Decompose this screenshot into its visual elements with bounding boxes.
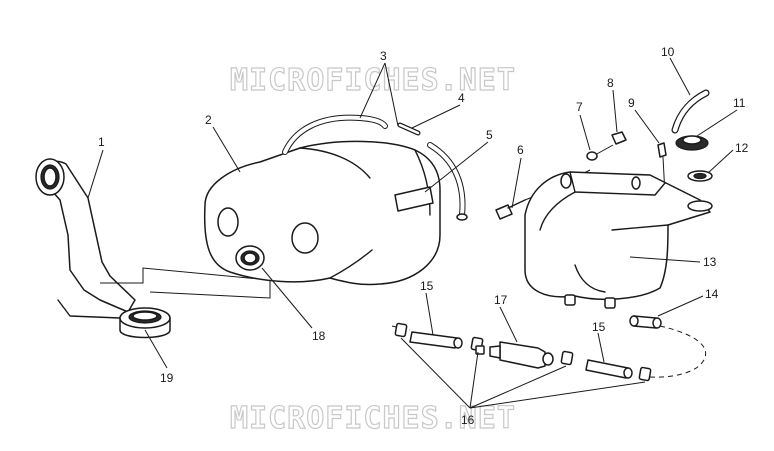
callout-9: 9 <box>628 96 635 110</box>
callout-6: 6 <box>517 143 524 157</box>
callout-11: 11 <box>733 96 746 110</box>
part-12-seal <box>687 170 713 182</box>
part-13-reservoir <box>524 171 713 309</box>
part-18-grommet <box>235 245 265 271</box>
part-15-hose-right <box>585 359 633 379</box>
callout-13: 13 <box>703 255 717 269</box>
part-11-cap <box>675 135 709 151</box>
callout-10: 10 <box>661 45 675 59</box>
callout-12: 12 <box>735 141 749 155</box>
callout-labels: 1 2 3 4 5 6 7 8 9 10 11 12 13 14 15 15 1… <box>98 45 749 427</box>
callout-8: 8 <box>607 76 614 90</box>
callout-18: 18 <box>312 329 326 343</box>
callout-15-left: 15 <box>420 279 434 293</box>
part-17-filter <box>489 341 554 369</box>
callout-4: 4 <box>458 91 465 105</box>
callout-15-right: 15 <box>592 320 606 334</box>
part-1-fill-neck <box>35 158 136 319</box>
dashed-hose-path <box>649 325 707 378</box>
callout-2: 2 <box>205 113 212 127</box>
leader-lines <box>87 57 738 409</box>
part-10-hose-inner <box>672 90 709 133</box>
assembly-line-7-8 <box>594 144 614 156</box>
callout-5: 5 <box>486 128 493 142</box>
part-6-bolt <box>495 199 526 220</box>
part-16-clamps <box>394 322 652 382</box>
callout-19: 19 <box>160 371 174 385</box>
part-2-oil-tank <box>203 140 441 286</box>
bracket-lines <box>100 267 271 299</box>
watermark-top: MICROFICHES.NET <box>230 63 516 98</box>
part-3-vent-hose <box>282 114 468 221</box>
part-7-washer <box>586 151 598 161</box>
part-4-clamp <box>397 122 421 136</box>
part-10-hose <box>671 89 710 134</box>
part-19-grommet <box>119 307 171 339</box>
callout-3: 3 <box>380 49 387 63</box>
part-8-nut <box>611 131 627 145</box>
callout-14: 14 <box>705 287 719 301</box>
part-9-fitting <box>657 142 667 196</box>
part-15-hose-left <box>409 331 463 349</box>
part-14-fitting <box>629 315 662 329</box>
callout-1: 1 <box>98 135 105 149</box>
callout-7: 7 <box>576 100 583 114</box>
callout-17: 17 <box>494 293 508 307</box>
callout-16: 16 <box>461 413 475 427</box>
